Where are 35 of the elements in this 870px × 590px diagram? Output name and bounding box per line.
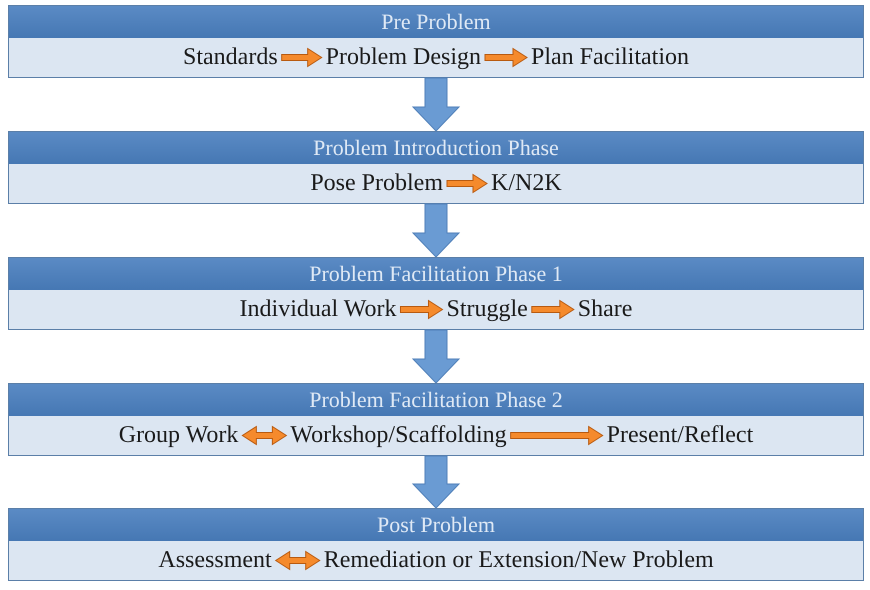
arrow (412, 456, 460, 508)
arrow (274, 550, 320, 570)
arrow (241, 426, 287, 446)
arrow (281, 48, 322, 68)
step-label: Problem Design (326, 43, 481, 72)
step-label: Struggle (446, 295, 528, 324)
phase-band (8, 5, 864, 78)
step-label: Share (578, 295, 632, 324)
step-label: Standards (183, 43, 278, 72)
phase-band (8, 383, 864, 456)
arrow (412, 204, 460, 258)
step-label: Assessment (158, 546, 272, 575)
step-label: Remediation or Extension/New Problem (324, 546, 714, 575)
phase-title: Post Problem (9, 509, 863, 541)
step-label: Group Work (118, 421, 238, 450)
step-label: Present/Reflect (606, 421, 754, 450)
arrow (412, 78, 460, 132)
phase-band (8, 508, 864, 581)
arrow (400, 300, 443, 320)
arrow (510, 426, 604, 446)
arrow (531, 300, 574, 320)
phase-band (8, 131, 864, 204)
phase-title: Problem Facilitation Phase 2 (9, 384, 863, 416)
arrow (412, 330, 460, 384)
arrow (446, 174, 488, 194)
step-label: K/N2K (491, 169, 562, 198)
phase-band (8, 257, 864, 330)
step-label: Plan Facilitation (531, 43, 689, 72)
step-label: Individual Work (240, 295, 396, 324)
phase-title: Problem Introduction Phase (9, 132, 863, 164)
phase-title: Pre Problem (9, 6, 863, 38)
step-label: Workshop/Scaffolding (290, 421, 507, 450)
arrow (484, 48, 528, 68)
phase-title: Problem Facilitation Phase 1 (9, 258, 863, 290)
step-label: Pose Problem (310, 169, 443, 198)
